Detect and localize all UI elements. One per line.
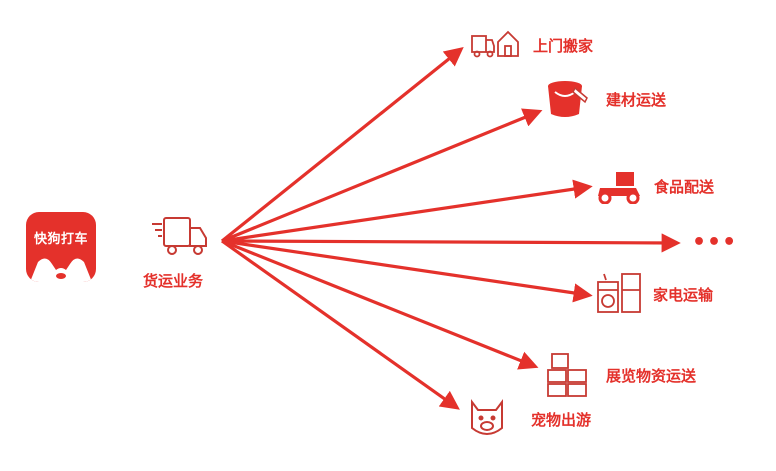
dog-face-icon: [30, 258, 92, 282]
arrow-exhibition: [221, 239, 539, 370]
appliances-icon: [597, 273, 641, 313]
arrow-food-delivery: [221, 179, 593, 243]
branch-label-food-delivery: 食品配送: [654, 178, 715, 196]
arrow-building-materials: [221, 108, 543, 243]
app-logo: 快狗打车: [26, 212, 96, 282]
moving-truck-house-icon: [471, 30, 519, 58]
truck-icon: [152, 217, 207, 255]
app-name: 快狗打车: [33, 232, 88, 247]
branch-label-exhibition: 展览物资运送: [606, 367, 697, 385]
branch-label-pet: 宠物出游: [531, 411, 592, 429]
delivery-scooter-icon: [598, 172, 640, 204]
arrow-pet: [221, 239, 460, 410]
stacked-boxes-icon: [547, 353, 587, 397]
branch-label-more: •••: [692, 230, 738, 255]
center-label: 货运业务: [143, 272, 204, 290]
branch-label-building-materials: 建材运送: [606, 91, 667, 109]
arrow-appliances: [221, 239, 593, 303]
arrow-moving: [220, 46, 464, 243]
arrow-more: [221, 233, 681, 253]
pet-pig-icon: [471, 399, 503, 435]
paint-bucket-icon: [548, 81, 588, 117]
branch-label-appliances: 家电运输: [653, 286, 714, 304]
branch-label-moving: 上门搬家: [533, 37, 594, 55]
